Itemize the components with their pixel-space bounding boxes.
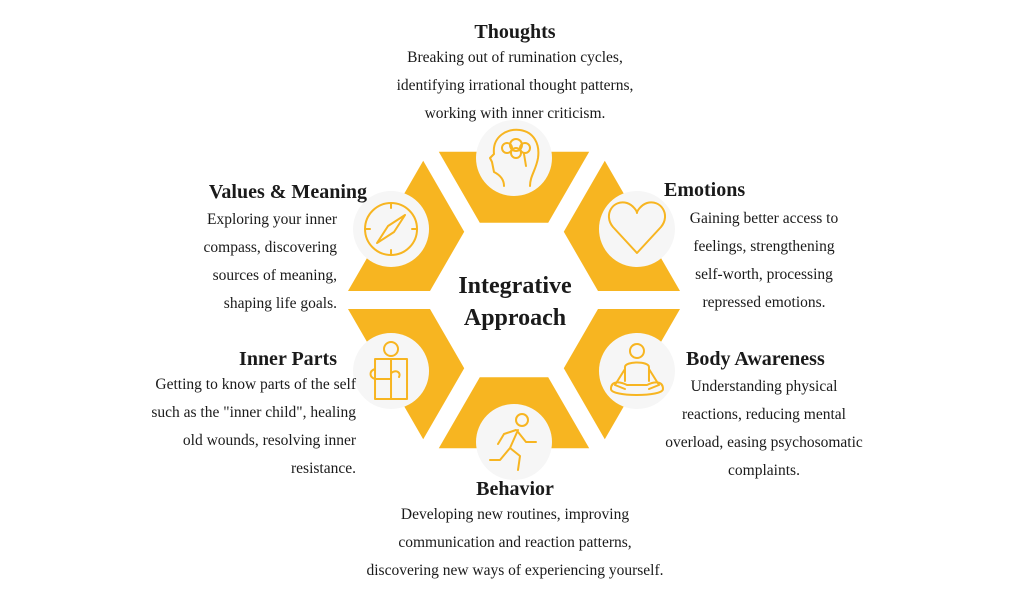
section-text: old wounds, resolving inner bbox=[182, 432, 356, 449]
center-title-line: Approach bbox=[463, 305, 567, 331]
section-thoughts: Thoughts Breaking out of rumination cycl… bbox=[315, 20, 715, 128]
section-values: Values & Meaning bbox=[60, 180, 367, 204]
section-text: Gaining better access to bbox=[689, 210, 839, 227]
section-text: discovering new ways of experiencing you… bbox=[366, 562, 664, 579]
section-text: Developing new routines, improving bbox=[400, 506, 630, 523]
section-title: Thoughts bbox=[474, 21, 556, 43]
section-behavior: Behavior Developing new routines, improv… bbox=[265, 477, 765, 585]
section-text: sources of meaning, bbox=[212, 267, 337, 284]
section-title: Body Awareness bbox=[686, 348, 825, 370]
section-text: identifying irrational thought patterns, bbox=[396, 77, 634, 94]
heart-icon bbox=[598, 191, 675, 267]
meditation-icon bbox=[598, 333, 675, 409]
puzzle-person-icon bbox=[353, 333, 430, 409]
running-person-icon bbox=[476, 404, 552, 480]
section-text: Exploring your inner bbox=[206, 211, 337, 228]
section-parts-text: Getting to know parts of the self such a… bbox=[60, 371, 356, 483]
section-emotions: Emotions bbox=[664, 178, 745, 202]
center-title-line: Integrative bbox=[458, 273, 572, 299]
section-title: Values & Meaning bbox=[208, 181, 367, 203]
section-text: reactions, reducing mental bbox=[682, 406, 846, 423]
section-body-text: Understanding physical reactions, reduci… bbox=[634, 373, 894, 485]
section-text: resistance. bbox=[291, 460, 356, 477]
section-text: shaping life goals. bbox=[223, 295, 337, 312]
section-emotions-text: Gaining better access to feelings, stren… bbox=[654, 205, 874, 317]
section-text: communication and reaction patterns, bbox=[398, 534, 632, 551]
section-text: complaints. bbox=[728, 462, 800, 479]
section-text: overload, easing psychosomatic bbox=[665, 434, 863, 451]
section-title: Behavior bbox=[476, 478, 554, 500]
section-title: Emotions bbox=[664, 179, 746, 201]
section-text: repressed emotions. bbox=[702, 294, 826, 311]
section-text: compass, discovering bbox=[203, 239, 337, 256]
section-text: feelings, strengthening bbox=[693, 238, 835, 255]
center-title: Integrative Approach bbox=[415, 270, 615, 334]
compass-icon bbox=[353, 191, 430, 267]
section-text: Understanding physical bbox=[690, 378, 838, 395]
section-text: Getting to know parts of the self bbox=[155, 376, 356, 393]
section-title: Inner Parts bbox=[239, 348, 337, 370]
section-text: self-worth, processing bbox=[695, 266, 833, 283]
section-body-awareness: Body Awareness bbox=[686, 347, 825, 371]
section-text: working with inner criticism. bbox=[424, 105, 606, 122]
section-inner-parts: Inner Parts bbox=[60, 347, 337, 371]
section-text: such as the "inner child", healing bbox=[151, 404, 356, 421]
brain-head-icon bbox=[476, 120, 552, 196]
section-values-text: Exploring your inner compass, discoverin… bbox=[60, 206, 337, 318]
section-text: Breaking out of rumination cycles, bbox=[407, 49, 623, 66]
